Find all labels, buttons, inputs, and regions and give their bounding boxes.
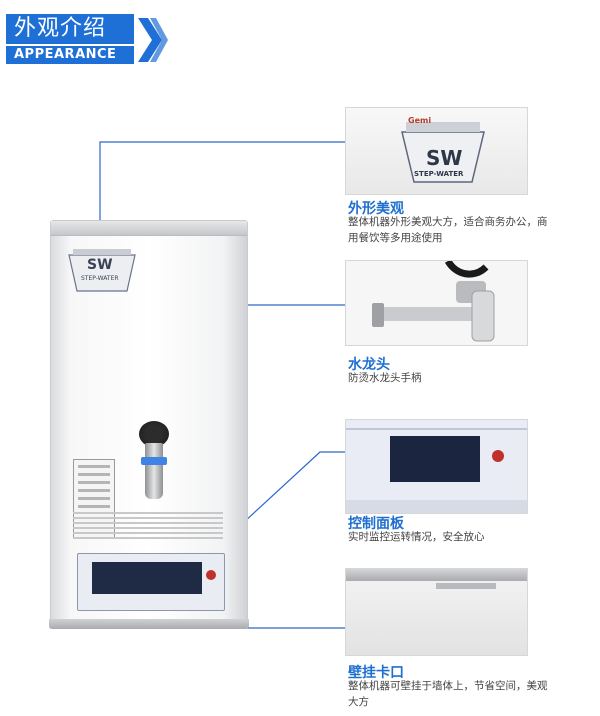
feature-desc-control-panel: 实时监控运转情况，安全放心: [348, 531, 485, 543]
power-knob: [492, 450, 504, 462]
header-title-en: APPEARANCE: [6, 46, 134, 64]
thumbnail-wall-bracket: [345, 568, 528, 656]
feature-desc-appearance: 整体机器外形美观大方，适合商务办公，商用餐饮等多用途使用: [348, 216, 548, 244]
chevron-right-icon: [138, 18, 168, 62]
faucet-icon: [145, 443, 163, 499]
panel-display: [390, 436, 480, 482]
faucet-handle: [141, 457, 167, 465]
feature-title-control-panel: 控制面板: [348, 516, 404, 532]
feature-desc-wall-bracket: 整体机器可壁挂于墙体上，节省空间，美观大方: [348, 680, 548, 708]
heater-base: [49, 619, 249, 629]
spec-label: [73, 459, 115, 539]
feature-title-appearance: 外形美观: [348, 201, 404, 217]
section-header: 外观介绍 APPEARANCE: [6, 14, 168, 66]
thumbnail-control-panel: [345, 419, 528, 514]
wall-bracket-icon: [346, 569, 527, 581]
power-knob: [206, 570, 216, 580]
thumb-logo-text: SW: [426, 146, 463, 170]
heater-logo-text: SW: [87, 257, 113, 273]
panel-edge: [346, 428, 527, 430]
thumbnail-logo: Gemi SW STEP-WATER: [345, 107, 528, 195]
thumbnail-faucet: [345, 260, 528, 346]
thumb-logo-sub: STEP-WATER: [414, 170, 464, 178]
sw-logo-icon: [68, 249, 136, 292]
water-heater-illustration: SW STEP-WATER: [49, 220, 249, 629]
tap-mount: [139, 421, 169, 447]
maker-text: Gemi: [408, 116, 432, 125]
bracket-slot: [436, 583, 496, 589]
bracket-body: [346, 591, 527, 655]
heater-lid: [51, 221, 247, 236]
spec-text-block: [73, 509, 223, 549]
header-title-cn: 外观介绍: [6, 14, 134, 44]
control-panel-icon: [77, 553, 225, 611]
panel-display: [92, 562, 202, 594]
sw-logo-icon: [401, 122, 485, 183]
feature-title-faucet: 水龙头: [348, 357, 390, 373]
feature-title-wall-bracket: 壁挂卡口: [348, 665, 404, 681]
feature-desc-faucet: 防烫水龙头手柄: [348, 372, 422, 384]
heater-logo-sub: STEP-WATER: [81, 275, 119, 282]
panel-bottom-strip: [346, 500, 527, 513]
faucet-icon: [372, 261, 495, 342]
